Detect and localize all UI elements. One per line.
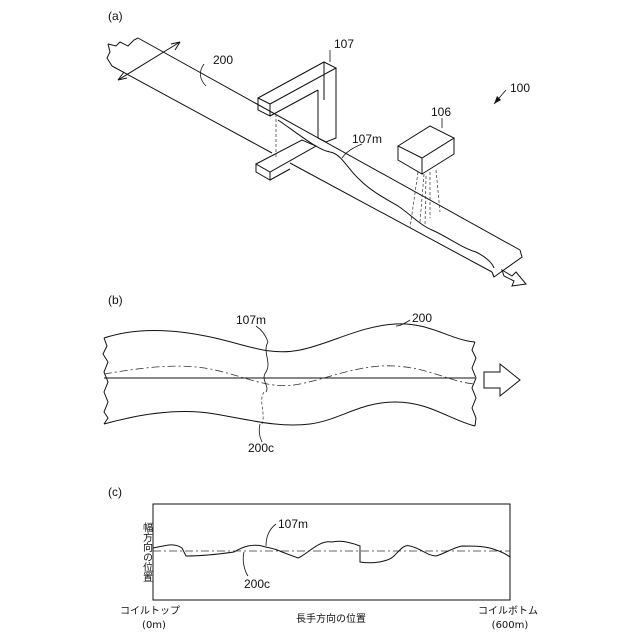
panel-b-tag: (b) (108, 293, 123, 307)
steel-strip-3d (107, 38, 522, 277)
system-ref-arrow (494, 90, 506, 104)
edge-sensor-107 (256, 62, 336, 180)
edge-curve-3d (278, 120, 494, 268)
label-edge-b: 107m (236, 313, 266, 327)
x-right-value: (600m) (492, 620, 529, 631)
leader-107m-a (342, 144, 362, 158)
leader-200-b (396, 320, 410, 326)
x-right-label: コイルボトム (478, 605, 538, 617)
x-left-label: コイルトップ (120, 605, 180, 617)
plot-frame (153, 504, 510, 600)
label-center-b: 200c (248, 441, 274, 455)
conveyance-arrow-b (484, 364, 520, 396)
conveyance-arrow-a (502, 270, 526, 286)
panel-a-tag: (a) (108, 9, 123, 23)
label-camera-106: 106 (431, 105, 451, 119)
strip-plan-view (103, 324, 476, 426)
label-strip-a: 200 (213, 53, 233, 67)
label-edge-c: 107m (278, 517, 308, 531)
edge-trace (153, 541, 510, 563)
panel-c-tag: (c) (108, 485, 122, 499)
label-edge-a: 107m (352, 132, 382, 146)
label-system-100: 100 (510, 81, 530, 95)
leader-200c-b (259, 424, 262, 442)
label-strip-b: 200 (412, 311, 432, 325)
x-axis-label: 長手方向の位置 (296, 612, 366, 625)
width-direction-arrow (118, 42, 180, 80)
leader-107m-b (256, 326, 268, 342)
y-axis-label: 幅方向の位置 (141, 521, 153, 582)
leader-200c-c (243, 552, 248, 576)
label-sensor-107: 107 (334, 37, 354, 51)
label-center-c: 200c (244, 577, 270, 591)
x-left-value: (0m) (142, 620, 166, 631)
leader-107m-c (266, 524, 276, 546)
